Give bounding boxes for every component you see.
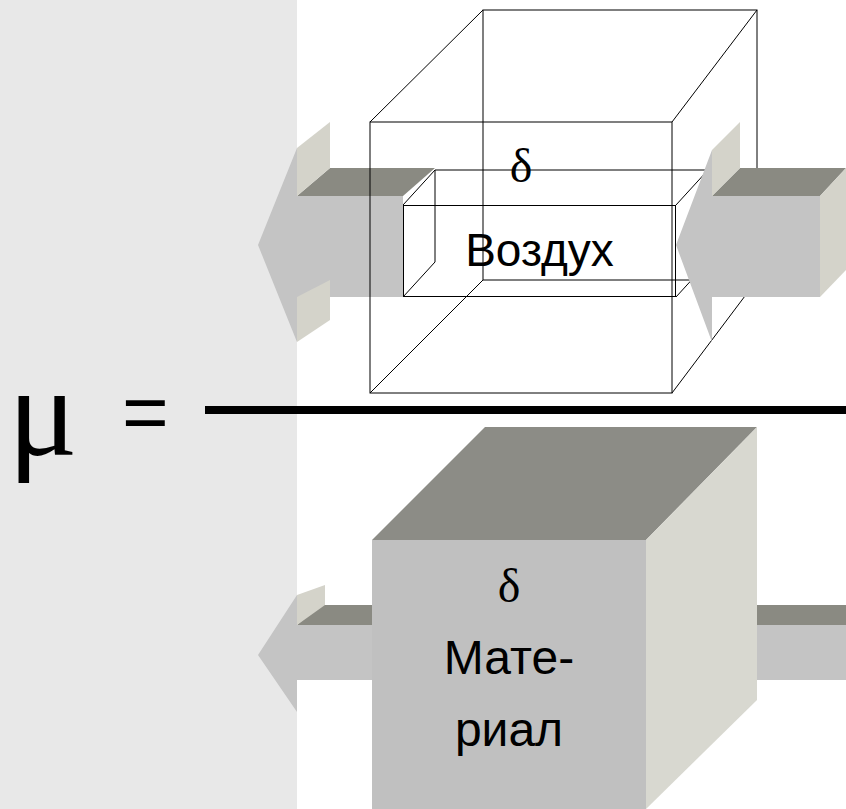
side-band [0, 0, 297, 809]
material-cube [372, 427, 757, 809]
node-text: δ [481, 136, 561, 196]
node-text: Воздух [415, 218, 665, 282]
flow-arrow [258, 122, 435, 342]
flow-arrow [676, 122, 846, 342]
node-text: δ [469, 550, 549, 622]
air-cube-front [370, 122, 672, 393]
air-box: Воздух [403, 205, 676, 297]
air-cube: δВоздух [370, 122, 672, 393]
node-text: Мате- риал [434, 622, 584, 766]
fraction-bar [205, 406, 846, 414]
material-cube: δМате- риал [372, 540, 646, 809]
mu-symbol: μ [8, 340, 78, 483]
equals-sign: = [122, 368, 169, 456]
flow-arrow [258, 585, 372, 712]
